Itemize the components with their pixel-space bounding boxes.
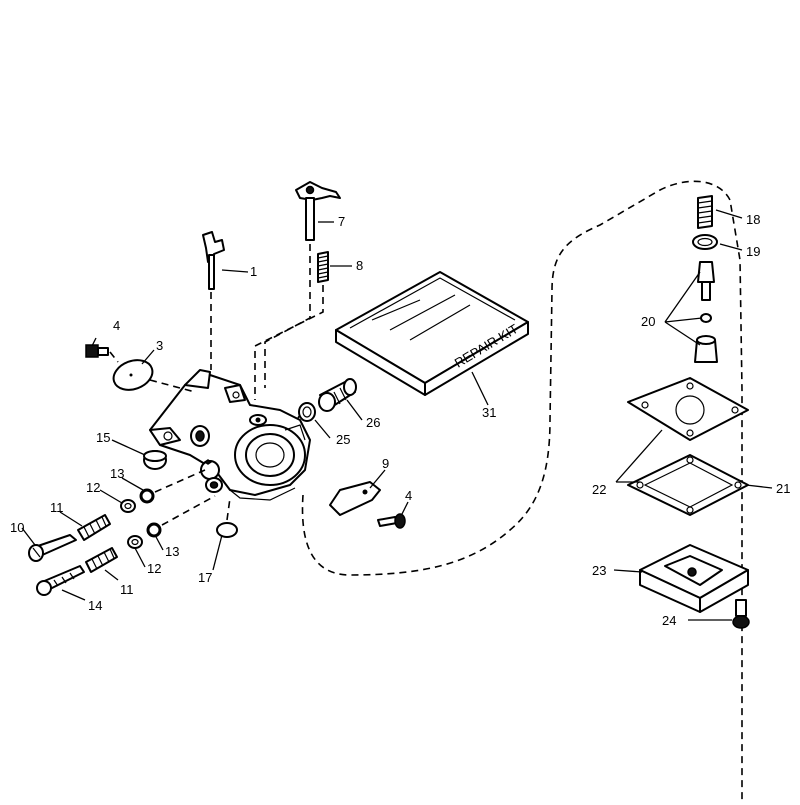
callout-12-lower: 12: [147, 561, 161, 576]
callout-11-upper: 11: [50, 500, 64, 515]
part-15-plug: [143, 450, 167, 470]
carburetor-body: [149, 369, 311, 501]
part-18-spring: [697, 195, 713, 229]
callout-10: 10: [10, 520, 24, 535]
callout-31: 31: [482, 405, 496, 420]
part-4-screw-top: [85, 344, 119, 363]
part-12-washer-upper: [120, 499, 136, 513]
callout-3: 3: [156, 338, 163, 353]
callout-19: 19: [746, 244, 760, 259]
part-19-washer: [692, 234, 718, 250]
callout-7: 7: [338, 214, 345, 229]
callout-22: 22: [592, 482, 606, 497]
part-3-throttle-plate: [112, 359, 196, 393]
callout-21: 21: [776, 481, 790, 496]
callout-1: 1: [250, 264, 257, 279]
callout-18: 18: [746, 212, 760, 227]
callout-24: 24: [662, 613, 676, 628]
part-20-inlet-valve: [694, 261, 718, 363]
callout-14: 14: [88, 598, 102, 613]
part-12-washer-lower: [127, 535, 143, 549]
callout-13-lower: 13: [165, 544, 179, 559]
callout-26: 26: [366, 415, 380, 430]
leader-lines: [21, 209, 773, 621]
callout-25: 25: [336, 432, 350, 447]
callout-23: 23: [592, 563, 606, 578]
part-8-spring: [254, 251, 329, 400]
part-17-plug: [216, 497, 238, 538]
callout-4-lower: 4: [405, 488, 412, 503]
repair-kit-boundary: [301, 180, 743, 800]
part-26-fitting: [297, 378, 357, 419]
callout-11-lower: 11: [120, 582, 134, 597]
part-1-throttle-shaft: [202, 231, 225, 370]
callout-20: 20: [641, 314, 655, 329]
part-22-diaphragm-cover: [627, 377, 749, 441]
part-13-oring-upper: [139, 488, 155, 504]
callout-8: 8: [356, 258, 363, 273]
part-9-choke-plate: [329, 481, 381, 516]
part-11-spring-upper: [77, 514, 111, 541]
callout-17: 17: [198, 570, 212, 585]
part-7-choke-shaft: [264, 181, 341, 388]
callout-13-upper: 13: [110, 466, 124, 481]
callout-labels: 1 3 4 4 7 8 9 10 11 11 12 12 13 13 14 15…: [10, 212, 790, 628]
part-10-needle-screw: [28, 534, 77, 562]
part-25-washer: [298, 402, 316, 422]
callout-9: 9: [382, 456, 389, 471]
part-14-needle-screw: [36, 565, 85, 596]
part-21-gasket: [627, 454, 749, 516]
part-31-repair-kit-box: REPAIR KIT: [335, 271, 529, 396]
part-23-pump-body: [639, 544, 749, 613]
callout-15: 15: [96, 430, 110, 445]
part-13-oring-lower: [146, 522, 162, 538]
part-11-spring-lower: [85, 547, 118, 573]
callout-4-top: 4: [113, 318, 120, 333]
callout-12-upper: 12: [86, 480, 100, 495]
part-24-screw: [732, 599, 750, 629]
part-4-screw-lower: [377, 513, 406, 529]
